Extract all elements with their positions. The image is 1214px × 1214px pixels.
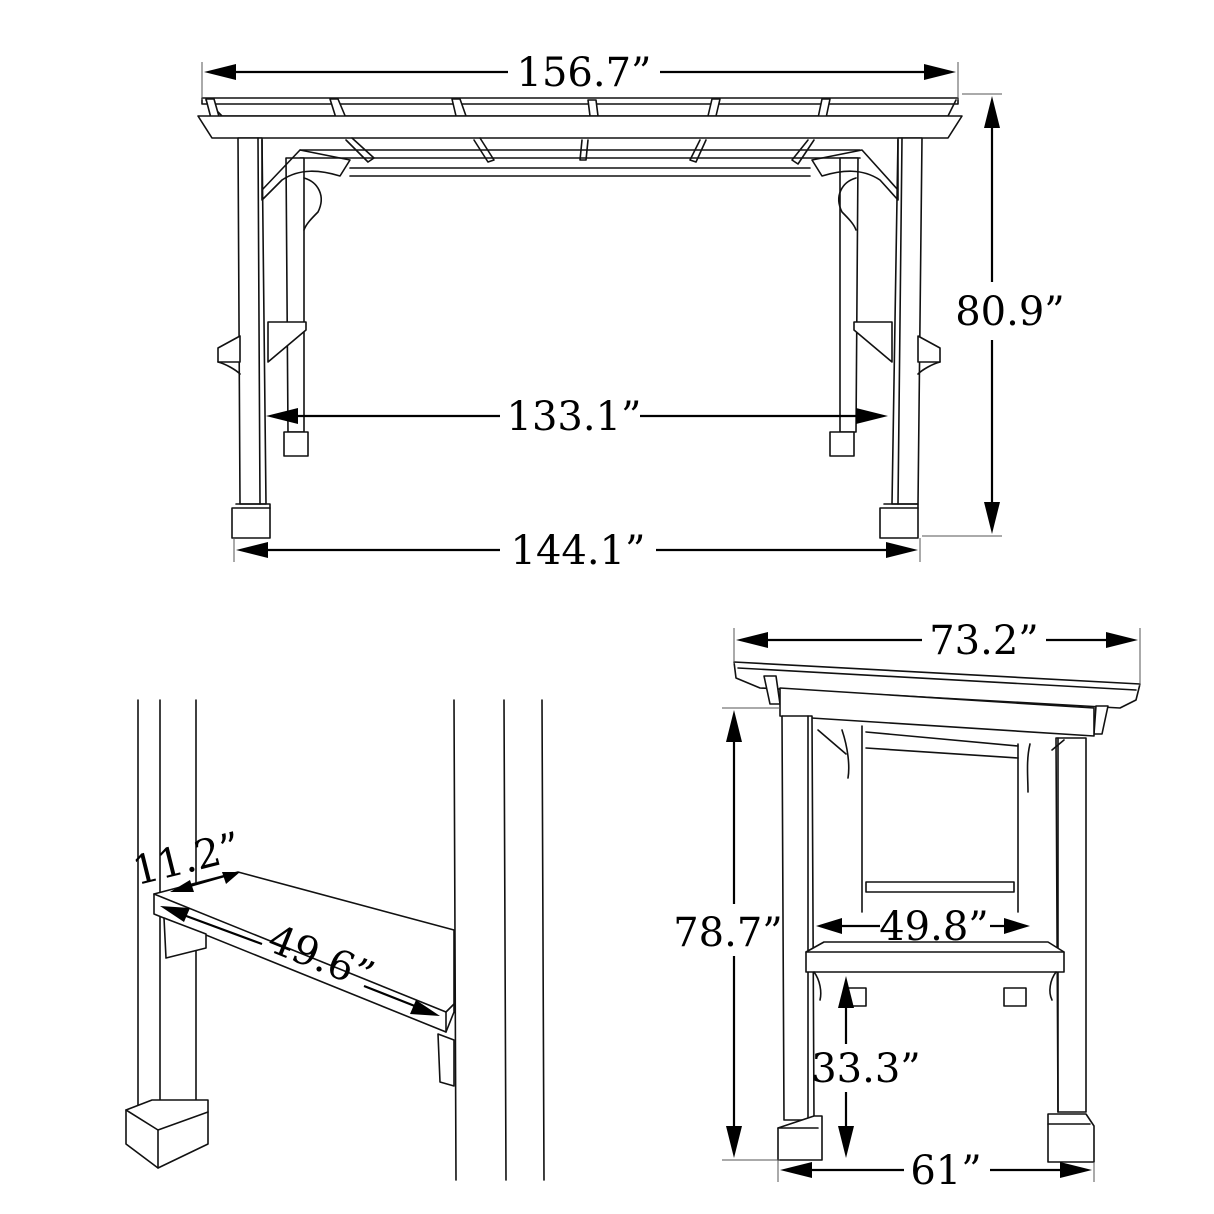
label-height: 80.9” [955,289,1065,335]
dim-roof-depth: 73.2” [733,618,1141,686]
label-shelf-span: 49.8” [879,904,989,950]
side-view: 73.2” 78.7” 49.8” 33.3” [673,618,1141,1194]
dim-base-width: 144.1” [233,528,921,574]
dim-overall-width: 156.7” [201,50,959,100]
dim-inner-span: 133.1” [266,394,888,440]
label-clearance-height: 78.7” [673,910,783,956]
dim-shelf-height: 33.3” [811,976,921,1158]
label-base-width: 144.1” [511,528,646,574]
label-base-depth: 61” [910,1148,981,1194]
dim-base-depth: 61” [777,1148,1095,1194]
shelf-detail-view: 11.2” 49.6” [125,699,545,1181]
label-inner-span: 133.1” [507,394,642,440]
dim-height: 80.9” [922,93,1065,537]
front-view: 156.7” 80.9” 133.1” 144.1 [197,50,1065,574]
label-overall-width: 156.7” [517,50,652,96]
label-shelf-height: 33.3” [811,1046,921,1092]
dim-shelf-span: 49.8” [816,904,1030,950]
dim-clearance-height: 78.7” [673,707,783,1161]
label-roof-depth: 73.2” [929,618,1039,664]
